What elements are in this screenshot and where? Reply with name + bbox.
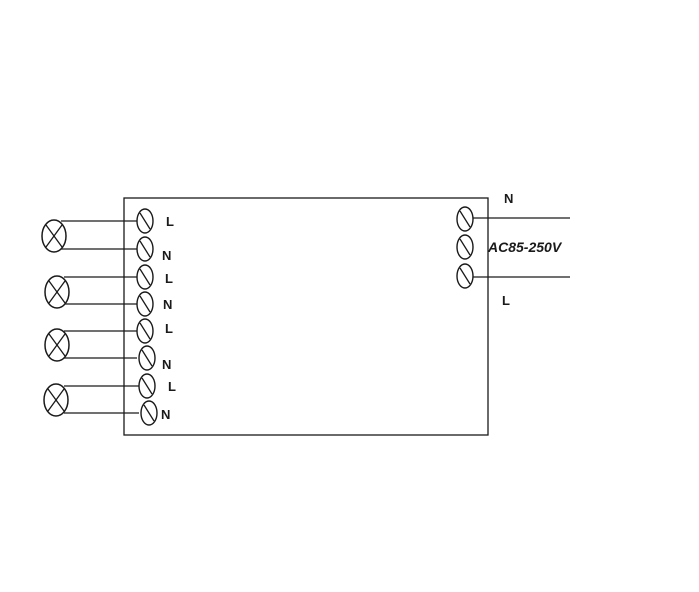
- terminal-3-live: [136, 318, 154, 344]
- terminal-3-live-label: L: [165, 321, 173, 336]
- input-live-label: L: [502, 293, 510, 308]
- output-group-3: L N: [44, 318, 173, 372]
- output-group-4: L N: [43, 373, 176, 426]
- terminal-2-neutral: [136, 291, 154, 317]
- lamp-icon: [44, 275, 70, 309]
- input-neutral-label: N: [504, 191, 513, 206]
- terminal-2-neutral-label: N: [163, 297, 172, 312]
- terminal-4-live: [138, 373, 156, 399]
- output-group-1: L N: [41, 208, 174, 263]
- lamp-icon: [44, 328, 70, 362]
- terminal-2-live-label: L: [165, 271, 173, 286]
- input-voltage-label: AC85-250V: [487, 239, 563, 255]
- terminal-input-earth: [456, 234, 474, 260]
- terminal-4-live-label: L: [168, 379, 176, 394]
- output-group-2: L N: [44, 264, 173, 317]
- terminal-input-neutral: [456, 206, 474, 232]
- driver-box: [123, 197, 489, 436]
- terminal-3-neutral-label: N: [162, 357, 171, 372]
- terminal-3-neutral: [138, 345, 156, 371]
- terminal-input-live: [456, 263, 474, 289]
- lamp-icon: [41, 219, 67, 253]
- input-group: N AC85-250V L: [456, 191, 570, 308]
- terminal-1-neutral: [136, 236, 154, 262]
- lamp-icon: [43, 383, 69, 417]
- terminal-4-neutral: [140, 400, 158, 426]
- terminal-4-neutral-label: N: [161, 407, 170, 422]
- terminal-1-live-label: L: [166, 214, 174, 229]
- terminal-1-neutral-label: N: [162, 248, 171, 263]
- terminal-2-live: [136, 264, 154, 290]
- terminal-1-live: [136, 208, 154, 234]
